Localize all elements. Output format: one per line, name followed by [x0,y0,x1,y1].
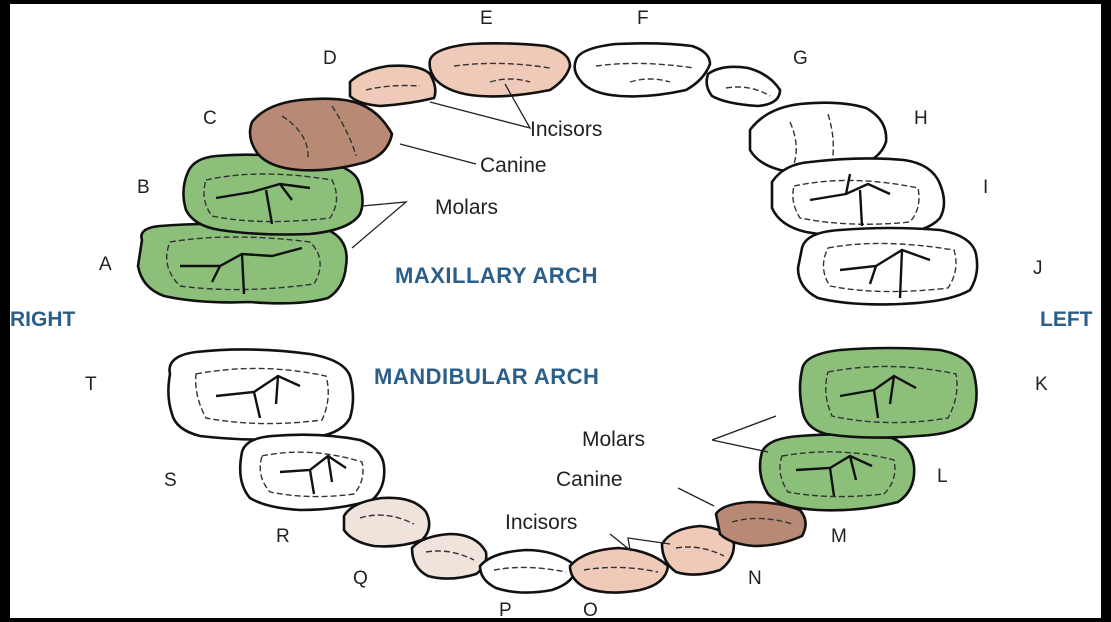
lower-canine-leader [678,488,714,506]
tooth-label-o: O [583,600,598,618]
tooth-m [716,502,806,546]
upper-molars-label: Molars [435,196,498,219]
mandibular-arch-title: MANDIBULAR ARCH [374,364,599,389]
lower-incisors-label: Incisors [505,511,577,534]
tooth-p [480,550,576,593]
tooth-label-e: E [480,8,493,29]
tooth-label-a: A [99,254,112,275]
tooth-label-n: N [748,568,762,589]
tooth-label-m: M [831,526,847,547]
tooth-label-h: H [914,108,928,129]
tooth-label-j: J [1033,258,1043,279]
tooth-k [800,348,977,438]
tooth-label-s: S [164,470,177,491]
tooth-g [707,67,780,106]
tooth-i [772,158,944,236]
tooth-t [168,349,353,439]
tooth-s [240,435,384,510]
tooth-e-crown [430,43,570,96]
tooth-e [430,43,570,96]
tooth-q-crown [412,534,486,579]
tooth-label-r: R [276,526,290,547]
tooth-label-c: C [203,108,217,129]
tooth-f-crown [575,43,710,96]
tooth-label-d: D [323,48,337,69]
tooth-label-k: K [1035,374,1048,395]
tooth-r [344,498,429,547]
tooth-m-crown [716,502,806,546]
tooth-q [412,534,486,579]
tooth-l-crown [760,434,914,510]
upper-canine-leader [400,144,476,164]
tooth-a [138,224,347,303]
tooth-c [250,99,392,171]
right-side-label: RIGHT [10,308,76,331]
tooth-c-crown [250,99,392,171]
dental-chart-frame: A B C D E F G H I J K L M N O P Q R S T … [10,4,1101,618]
upper-incisors-label: Incisors [530,118,602,141]
tooth-j [798,228,977,304]
tooth-label-i: I [983,177,988,198]
tooth-label-t: T [85,374,97,395]
tooth-label-b: B [137,177,150,198]
tooth-label-q: Q [353,568,368,589]
lower-molars-label: Molars [582,428,645,451]
tooth-j-crown [798,228,977,304]
tooth-label-f: F [637,8,649,29]
left-side-label: LEFT [1040,308,1093,331]
tooth-t-crown [168,349,353,439]
upper-canine-label: Canine [480,154,547,177]
tooth-o [570,548,668,593]
lower-canine-label: Canine [556,468,623,491]
tooth-r-crown [344,498,429,547]
tooth-d [350,66,435,106]
tooth-f [575,43,710,96]
tooth-label-g: G [793,48,808,69]
tooth-l [760,434,914,510]
maxillary-arch-title: MAXILLARY ARCH [395,263,598,288]
tooth-label-l: L [937,466,948,487]
dental-arch-diagram: A B C D E F G H I J K L M N O P Q R S T … [10,4,1101,618]
tooth-label-p: P [499,600,512,618]
tooth-g-crown [707,67,780,106]
